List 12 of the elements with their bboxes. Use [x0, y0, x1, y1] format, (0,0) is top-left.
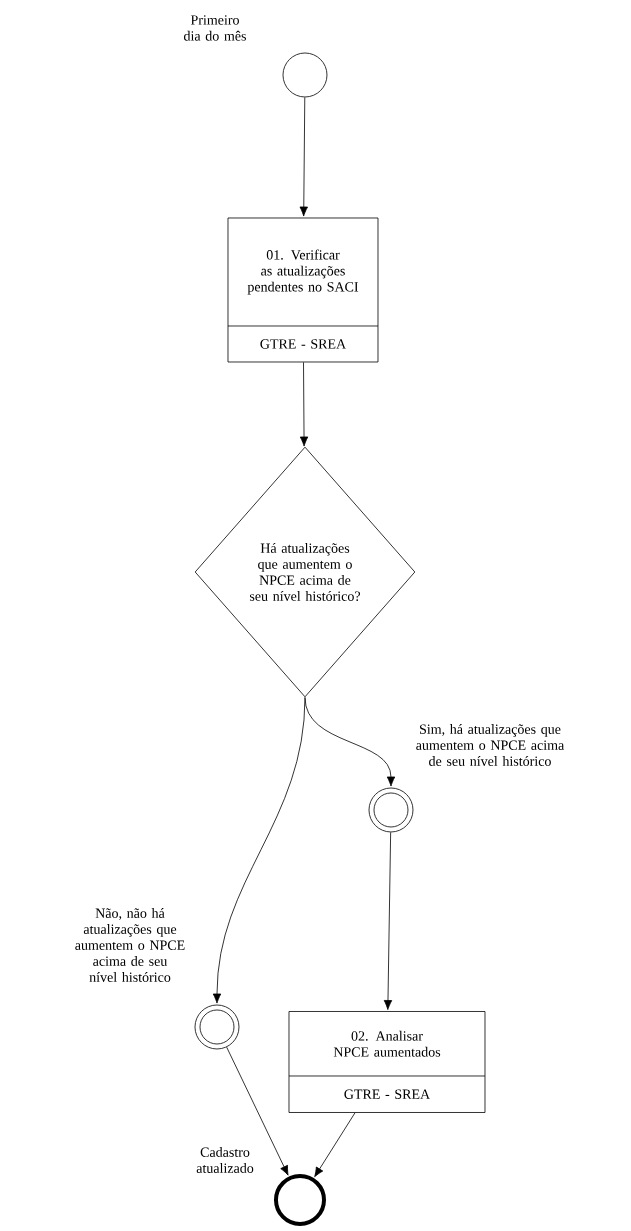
event-label: Cadastro atualizado	[196, 1147, 254, 1173]
arrow	[226, 1046, 289, 1176]
task-box: 02. Analisar NPCE aumentados GTRE - SREA	[288, 1011, 486, 1113]
arrow	[212, 697, 306, 1004]
task-box: 01. Verificar as atualizações pendentes no SACI GTRE - SREA	[227, 217, 379, 363]
arrow	[383, 832, 393, 1010]
event-label: Sim, há atualizações que aumentem o NPCE acima de seu nível histórico	[416, 724, 565, 766]
event-label: Primeiro dia do mês	[184, 15, 246, 41]
arrow	[299, 362, 309, 447]
arrow	[299, 97, 308, 217]
arrow	[314, 1112, 356, 1178]
event-label: Não, não há atualizações que aumentem o NPCE acima de seu nível histórico	[75, 908, 185, 982]
